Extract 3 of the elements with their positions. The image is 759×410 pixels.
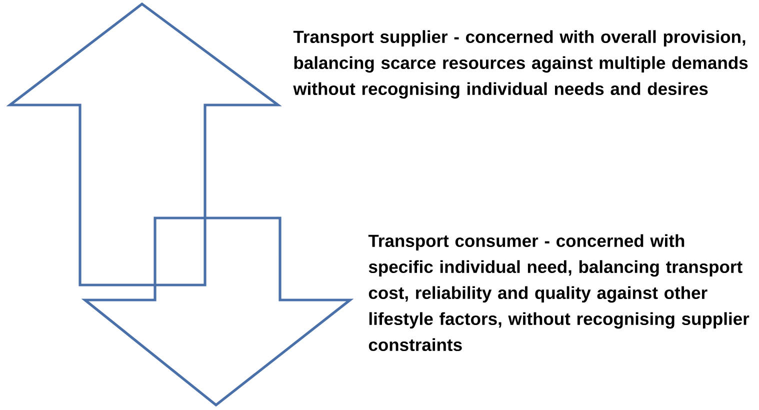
block-arrow [81,216,354,407]
arrow-caption: Transport supplier - concerned with overall provision, balancing scarce resources against multiple demands without recognising individual needs and desires [293,30,748,99]
arrow-caption: Transport consumer - concerned with specific individual need, balancing transport cost, reliability and quality against other lifestyle factors, without recognising supplier constraints [368,234,750,352]
